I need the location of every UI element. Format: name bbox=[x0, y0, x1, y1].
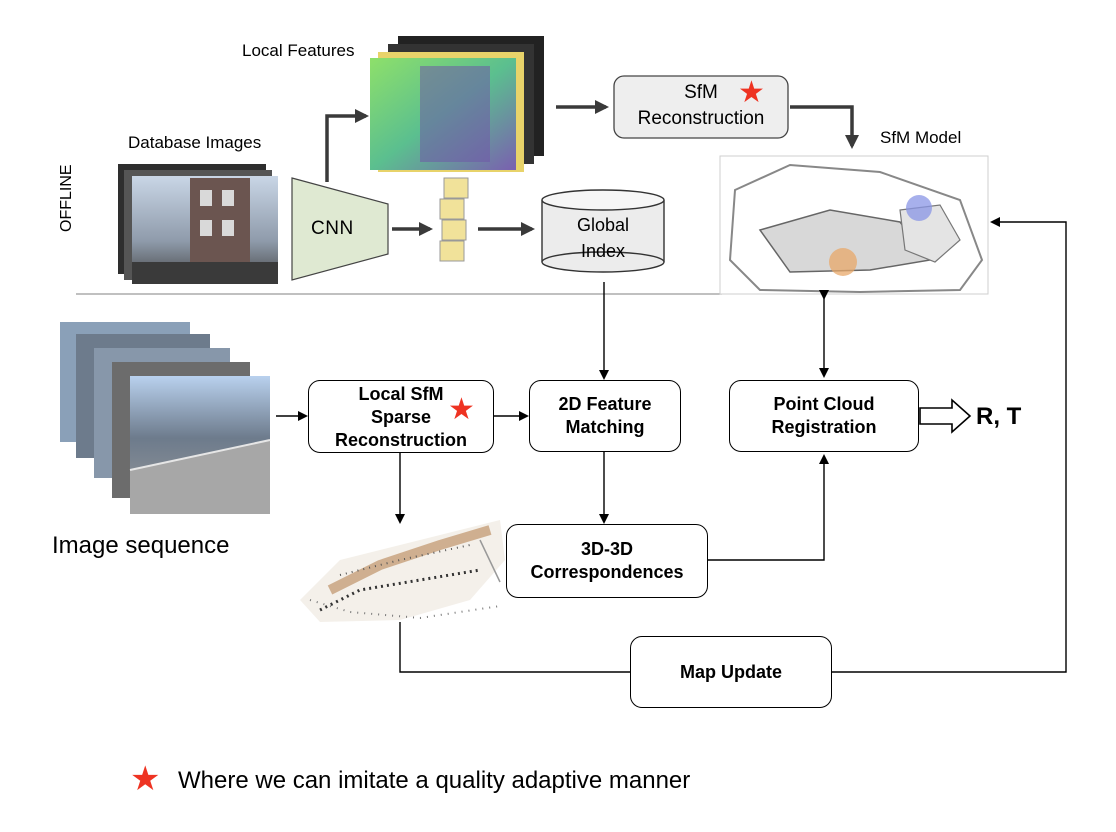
offline-section-label: OFFLINE bbox=[58, 164, 75, 232]
sfm-reconstruction-star-icon: ★ bbox=[738, 76, 765, 109]
database-images-label: Database Images bbox=[128, 133, 262, 152]
cnn-label: CNN bbox=[311, 218, 354, 239]
image-sequence-stack bbox=[60, 322, 271, 514]
database-images bbox=[118, 164, 278, 284]
arrow-cloud-to-map-update bbox=[399, 622, 630, 673]
global-index-line-2: Index bbox=[580, 241, 626, 261]
global-feature-vector bbox=[439, 177, 469, 262]
legend-text: Where we can imitate a quality adaptive … bbox=[178, 767, 691, 794]
arrow-map-update-to-model bbox=[832, 217, 1067, 673]
local-sfm-line-2: Sparse bbox=[370, 407, 432, 427]
global-index-label: Global Index bbox=[542, 212, 664, 264]
correspondences-box: 3D-3D Correspondences bbox=[506, 524, 708, 598]
sfm-model-label: SfM Model bbox=[880, 128, 962, 147]
sfm-reconstruction-box bbox=[613, 75, 789, 139]
sfm-reconstruction-label: SfM Reconstruction bbox=[614, 80, 788, 132]
arrow-sfm-to-model bbox=[790, 105, 859, 149]
map-update-label: Map Update bbox=[679, 661, 782, 682]
correspondences-line-1: 3D-3D bbox=[580, 539, 633, 559]
arrow-correspondences-to-registration bbox=[708, 454, 829, 561]
feature-matching-line-1: 2D Feature bbox=[558, 394, 652, 414]
map-update-box: Map Update bbox=[630, 636, 832, 708]
point-cloud-registration-box: Point Cloud Registration bbox=[729, 380, 919, 452]
arrow-cnn-to-features bbox=[325, 109, 369, 182]
image-sequence-label: Image sequence bbox=[52, 532, 230, 559]
point-cloud-line-1: Point Cloud bbox=[773, 394, 875, 414]
cnn-trapezoid bbox=[291, 177, 389, 281]
feature-matching-line-2: Matching bbox=[565, 417, 645, 437]
local-features-stack bbox=[370, 36, 544, 172]
sfm-reconstruction-line-2: Reconstruction bbox=[637, 108, 765, 129]
point-cloud-line-2: Registration bbox=[771, 417, 877, 437]
legend-star-icon: ★ bbox=[130, 760, 161, 798]
local-sfm-line-1: Local SfM bbox=[358, 384, 444, 404]
local-sfm-star-icon: ★ bbox=[448, 393, 475, 426]
sfm-model-map bbox=[719, 155, 989, 295]
sparse-point-cloud bbox=[300, 520, 505, 622]
output-hollow-arrow bbox=[919, 398, 972, 434]
global-index-cylinder bbox=[541, 189, 665, 273]
output-label: R, T bbox=[976, 403, 1022, 430]
sfm-reconstruction-line-1: SfM bbox=[684, 82, 718, 103]
local-sfm-line-3: Reconstruction bbox=[334, 430, 467, 450]
correspondences-line-2: Correspondences bbox=[530, 562, 684, 582]
local-features-label: Local Features bbox=[242, 41, 355, 60]
local-sfm-box: Local SfM Sparse Reconstruction bbox=[308, 380, 494, 453]
feature-matching-box: 2D Feature Matching bbox=[529, 380, 681, 452]
global-index-line-1: Global bbox=[576, 215, 630, 235]
